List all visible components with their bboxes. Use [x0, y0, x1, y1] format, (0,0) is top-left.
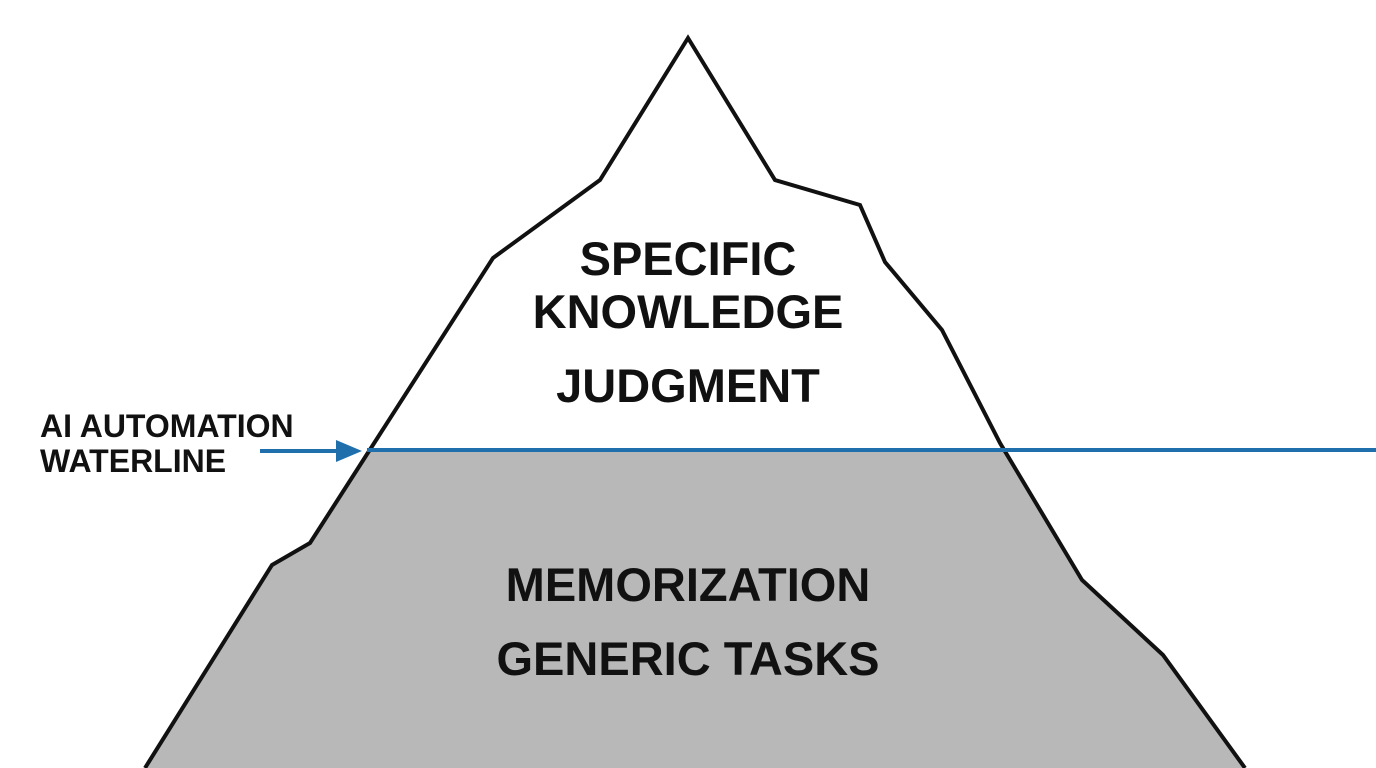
waterline-label-line-2: WATERLINE — [40, 443, 226, 479]
waterline-label-line-1: AI AUTOMATION — [40, 408, 294, 444]
waterline-arrow-icon — [260, 440, 362, 462]
above-water-line-2: KNOWLEDGE — [533, 285, 844, 338]
above-water-line-3: JUDGMENT — [556, 359, 820, 412]
below-water-line-1: MEMORIZATION — [506, 558, 871, 611]
above-water-line-1: SPECIFIC — [580, 232, 797, 285]
iceberg-outline — [143, 34, 1247, 768]
iceberg-submerged-fill — [145, 450, 1245, 768]
below-water-line-2: GENERIC TASKS — [497, 632, 880, 685]
